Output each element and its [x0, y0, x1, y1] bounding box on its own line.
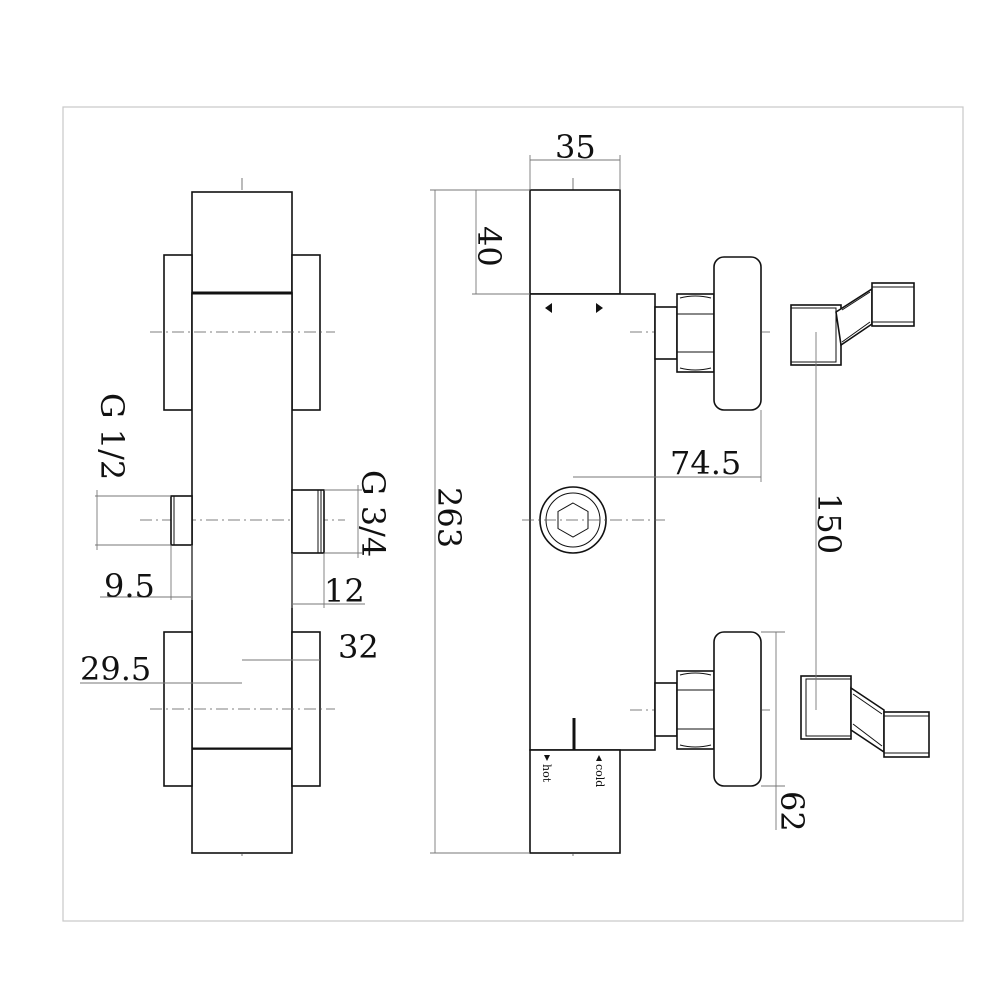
- side-top-right-mount: [291, 254, 321, 411]
- lower-hex-nut: [676, 670, 715, 750]
- upper-eccentric-fitting: [790, 282, 915, 366]
- front-bottom-handle: [529, 749, 621, 854]
- upper-hex-nut: [676, 293, 715, 373]
- lower-cover-cap: [713, 631, 762, 787]
- side-top-left-mount: [163, 254, 193, 411]
- dim-thread-inlet: G 1/2: [93, 393, 131, 480]
- dim-29-5: 29.5: [80, 650, 151, 688]
- dim-74-5: 74.5: [670, 444, 741, 482]
- dim-62: 62: [773, 791, 811, 832]
- upper-cover-cap: [713, 256, 762, 411]
- dim-thread-outlet: G 3/4: [354, 470, 392, 557]
- side-view: [140, 178, 345, 858]
- right-arrow-icon: [596, 303, 603, 313]
- left-arrow-icon: [545, 303, 552, 313]
- dim-12: 12: [324, 572, 365, 610]
- hex-key-icon: [557, 502, 589, 538]
- side-view-dimensions: [80, 485, 365, 684]
- side-left-thread-stub: [170, 495, 193, 546]
- upper-inlet-assembly: [630, 256, 770, 411]
- side-bottom-cap: [191, 748, 293, 854]
- dim-35: 35: [555, 128, 596, 166]
- cold-label: cold: [593, 764, 606, 787]
- lower-eccentric-fitting: [800, 675, 930, 758]
- side-top-cap: [191, 191, 293, 294]
- dim-263: 263: [430, 487, 468, 548]
- dim-40: 40: [470, 226, 508, 267]
- hot-label: hot: [540, 764, 553, 783]
- front-top-cap: [529, 189, 621, 295]
- dim-150: 150: [810, 493, 848, 554]
- front-view-dimensions: [430, 155, 817, 854]
- drawing-frame: [62, 106, 964, 922]
- lower-inlet-assembly: [630, 631, 770, 787]
- front-view: hot cold: [522, 178, 665, 858]
- dim-9-5: 9.5: [104, 567, 155, 605]
- side-right-thread-stub: [291, 489, 325, 554]
- dim-32: 32: [338, 628, 379, 666]
- side-main-body: [191, 292, 293, 750]
